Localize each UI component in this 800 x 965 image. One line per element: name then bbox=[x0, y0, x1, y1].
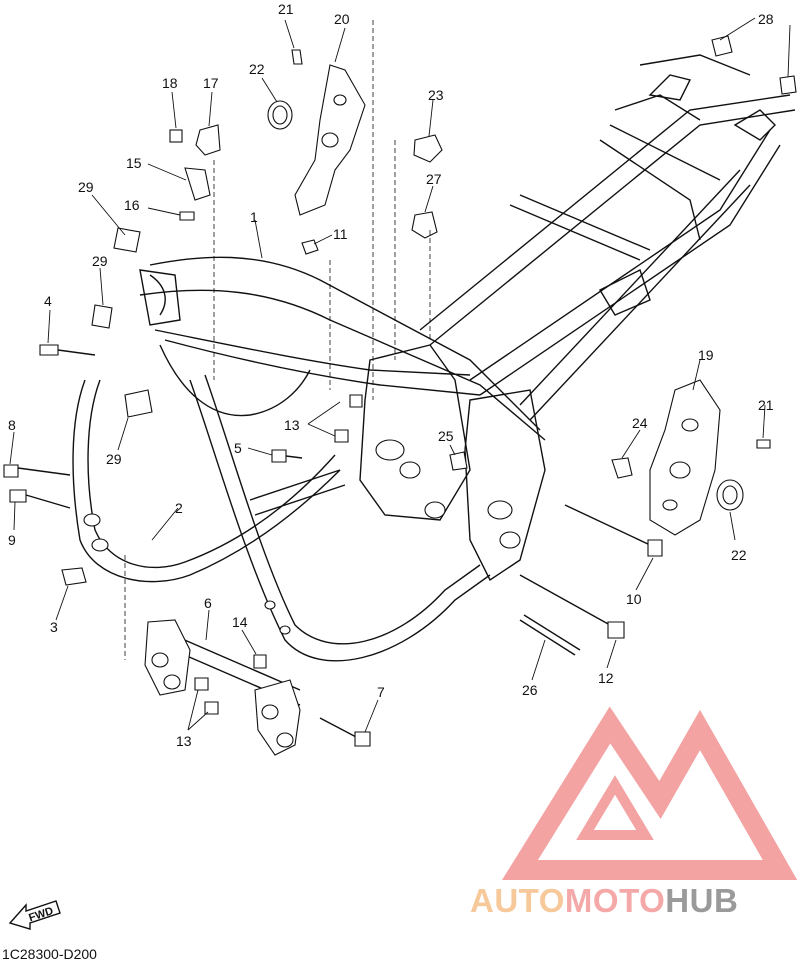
leader-lines bbox=[9, 17, 791, 733]
callout-1: 1 bbox=[250, 209, 258, 225]
callout-labels: 1 2 3 4 5 6 7 8 9 10 11 12 13 13 14 15 1… bbox=[8, 1, 774, 749]
callout-11: 11 bbox=[333, 226, 348, 242]
side-plate bbox=[649, 379, 721, 536]
callout-13-lower: 13 bbox=[176, 733, 192, 749]
fwd-label: FWD bbox=[27, 905, 55, 924]
callout-21-upper: 21 bbox=[278, 1, 294, 17]
callout-8: 8 bbox=[8, 417, 16, 433]
watermark-logo-icon bbox=[502, 706, 798, 880]
callout-17: 17 bbox=[203, 75, 219, 91]
callout-22-upper: 22 bbox=[249, 61, 265, 77]
brand-hub: HUB bbox=[665, 882, 739, 919]
brand-auto: AUTO bbox=[470, 882, 565, 919]
upper-bracket bbox=[294, 64, 366, 216]
callout-27: 27 bbox=[426, 171, 442, 187]
callout-9: 9 bbox=[8, 532, 16, 548]
callout-19: 19 bbox=[698, 347, 714, 363]
callout-13-upper: 13 bbox=[284, 417, 300, 433]
callout-25: 25 bbox=[438, 428, 454, 444]
callout-6: 6 bbox=[204, 595, 212, 611]
small-parts bbox=[3, 35, 797, 747]
callout-14: 14 bbox=[232, 614, 248, 630]
callout-28: 28 bbox=[758, 11, 774, 27]
callout-15: 15 bbox=[126, 155, 142, 171]
brand-moto: MOTO bbox=[564, 882, 666, 919]
callout-23: 23 bbox=[428, 87, 444, 103]
callout-29-mid: 29 bbox=[92, 253, 108, 269]
callout-20: 20 bbox=[334, 11, 350, 27]
watermark-brand: AUTOMOTOHUB bbox=[470, 882, 738, 920]
callout-10: 10 bbox=[626, 591, 642, 607]
callout-7: 7 bbox=[377, 684, 385, 700]
callout-12: 12 bbox=[598, 670, 614, 686]
callout-4: 4 bbox=[44, 293, 52, 309]
lower-cradle-tube bbox=[72, 374, 491, 662]
drawing-number: 1C28300-D200 bbox=[2, 946, 97, 962]
callout-18: 18 bbox=[162, 75, 178, 91]
callout-2: 2 bbox=[175, 500, 183, 516]
fwd-arrow-icon: FWD bbox=[8, 900, 61, 930]
callout-16: 16 bbox=[124, 197, 140, 213]
callout-29-upper: 29 bbox=[78, 179, 94, 195]
callout-24: 24 bbox=[632, 415, 648, 431]
engine-bracket bbox=[144, 619, 301, 756]
callout-22-lower: 22 bbox=[731, 547, 747, 563]
callout-3: 3 bbox=[50, 619, 58, 635]
callout-29-lower: 29 bbox=[106, 451, 122, 467]
callout-5: 5 bbox=[234, 440, 242, 456]
callout-21-lower: 21 bbox=[758, 397, 774, 413]
callout-26: 26 bbox=[522, 682, 538, 698]
